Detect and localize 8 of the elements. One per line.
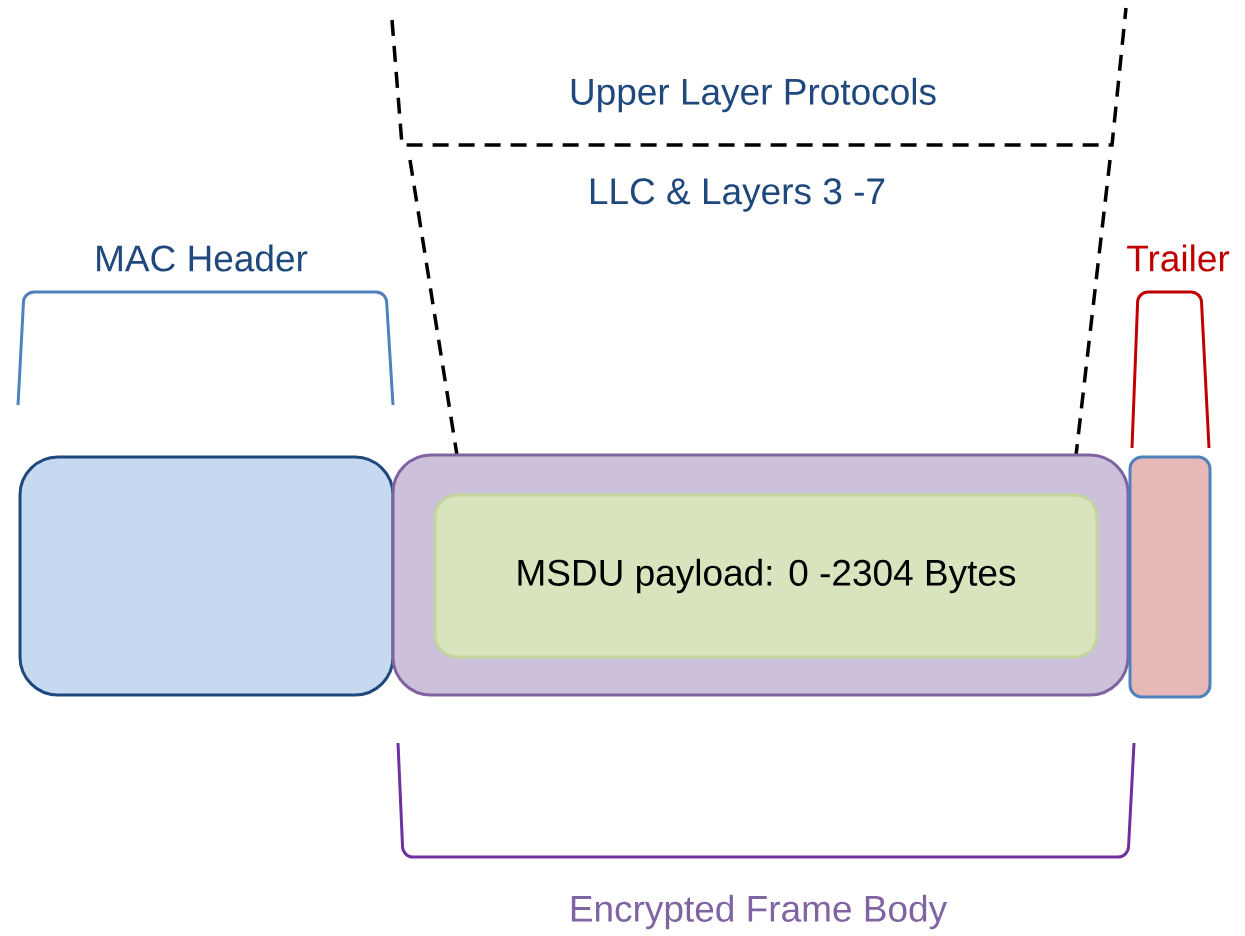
- section-label: Encrypted Frame Body: [571, 894, 948, 930]
- section-label: Trailer: [1127, 244, 1230, 272]
- layer-label: Upper Layer Protocols: [571, 77, 936, 113]
- section-label: MAC Header: [97, 244, 308, 272]
- payload-box: MSDU payload: 0 -2304 Bytes: [433, 493, 1099, 659]
- layer-label: LLC & Layers 3 -7: [590, 178, 885, 212]
- trailer-box: [1128, 455, 1212, 699]
- header-box: [18, 455, 395, 697]
